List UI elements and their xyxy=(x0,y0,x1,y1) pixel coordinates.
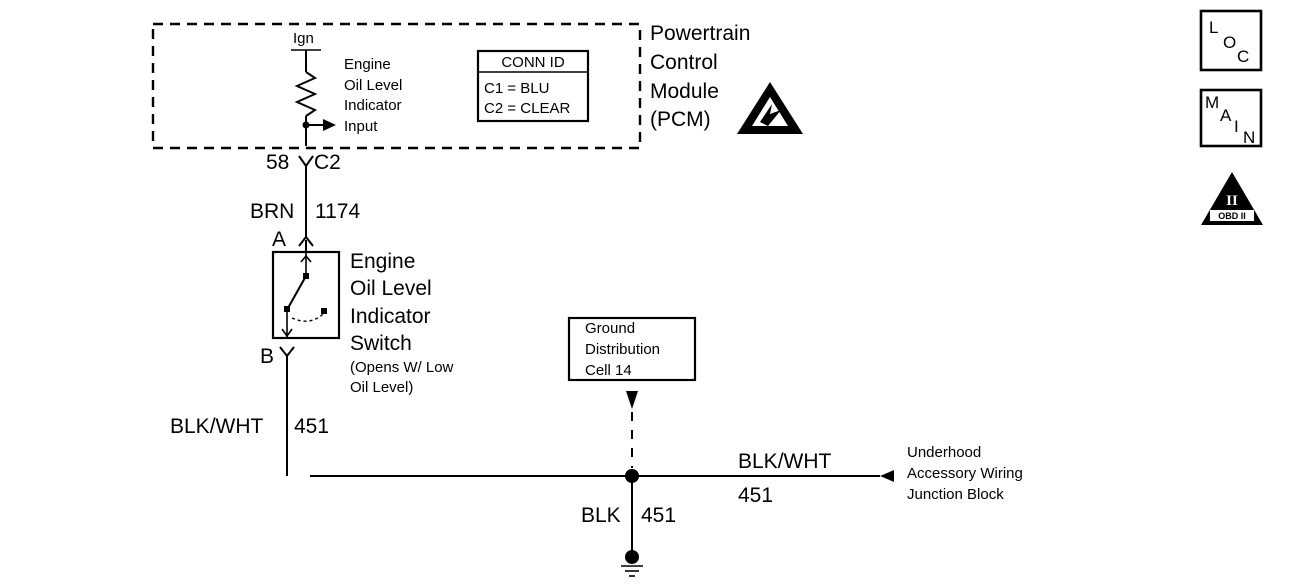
input-arrow-head-icon xyxy=(323,119,336,131)
junction-label-line-3: Junction Block xyxy=(907,486,1004,503)
main-char-3: I xyxy=(1234,117,1239,136)
conn-id-header: CONN ID xyxy=(501,54,565,71)
switch-bottom-arrow-icon xyxy=(281,328,293,338)
module-name-line-1: Powertrain xyxy=(650,22,750,45)
blk-wht-vertical-circuit: 451 xyxy=(294,415,329,438)
main-char-4: N xyxy=(1243,128,1255,147)
brn-circuit: 1174 xyxy=(315,200,360,223)
chassis-ground-icon xyxy=(621,565,643,577)
junction-label-line-2: Accessory Wiring xyxy=(907,465,1023,482)
connector-id: C2 xyxy=(314,151,341,174)
switch-name-line-3: Indicator xyxy=(350,305,431,328)
conn-id-c2: C2 = CLEAR xyxy=(484,100,570,117)
switch-float-arc xyxy=(291,313,324,322)
switch-pivot xyxy=(284,306,290,312)
switch-note-line-2: Oil Level) xyxy=(350,379,413,396)
conn-id-c1: C1 = BLU xyxy=(484,80,549,97)
input-label-line-4: Input xyxy=(344,118,378,135)
module-name-line-4: (PCM) xyxy=(650,108,711,131)
pull-up-resistor xyxy=(294,71,318,117)
terminal-a-label: A xyxy=(272,228,286,251)
blk-wht-horizontal-circuit: 451 xyxy=(738,484,773,507)
loc-char-3: C xyxy=(1237,47,1249,66)
loc-char-1: L xyxy=(1209,18,1218,37)
main-char-1: M xyxy=(1205,93,1219,112)
switch-name-line-1: Engine xyxy=(350,250,415,273)
ground-dist-line-3: Cell 14 xyxy=(585,362,632,379)
ign-label: Ign xyxy=(293,30,314,47)
ground-dist-line-1: Ground xyxy=(585,320,635,337)
brn-color: BRN xyxy=(250,200,294,223)
module-name-line-3: Module xyxy=(650,80,719,103)
pcm-boundary xyxy=(151,22,642,150)
ground-dist-line-2: Distribution xyxy=(585,341,660,358)
input-label-line-1: Engine xyxy=(344,56,391,73)
main-nav-button[interactable]: M A I N xyxy=(1199,88,1263,148)
switch-blade xyxy=(287,275,307,309)
input-label-line-3: Indicator xyxy=(344,97,402,114)
obd-ii-nav-button[interactable]: II OBD II xyxy=(1201,172,1263,225)
ground-distribution-box xyxy=(567,316,697,382)
switch-name-line-2: Oil Level xyxy=(350,277,432,300)
switch-note-line-1: (Opens W/ Low xyxy=(350,359,454,376)
terminal-b-label: B xyxy=(260,345,274,368)
switch-top-arrow-icon xyxy=(300,254,312,263)
switch-contact-right xyxy=(321,308,327,314)
ground-node xyxy=(625,550,639,564)
terminal-a-connector xyxy=(298,235,314,247)
blk-circuit: 451 xyxy=(641,504,676,527)
switch-name-line-4: Switch xyxy=(350,332,412,355)
c2-connector-symbol xyxy=(298,155,314,168)
blk-color: BLK xyxy=(581,504,621,527)
esd-warning-icon xyxy=(737,82,803,134)
junction-label-line-1: Underhood xyxy=(907,444,981,461)
pin-number: 58 xyxy=(266,151,289,174)
loc-nav-button[interactable]: L O C xyxy=(1199,9,1263,72)
main-char-2: A xyxy=(1220,106,1232,125)
junction-arrow-icon xyxy=(880,470,894,482)
blk-wht-horizontal-color: BLK/WHT xyxy=(738,450,832,473)
obd-roman: II xyxy=(1226,193,1238,209)
loc-char-2: O xyxy=(1223,33,1236,52)
ground-reference-arrow-icon xyxy=(626,391,638,409)
obd-caption: OBD II xyxy=(1218,211,1246,221)
blk-wht-vertical-color: BLK/WHT xyxy=(170,415,264,438)
input-label-line-2: Oil Level xyxy=(344,77,402,94)
conn-id-box xyxy=(476,49,590,123)
module-name-line-2: Control xyxy=(650,51,718,74)
